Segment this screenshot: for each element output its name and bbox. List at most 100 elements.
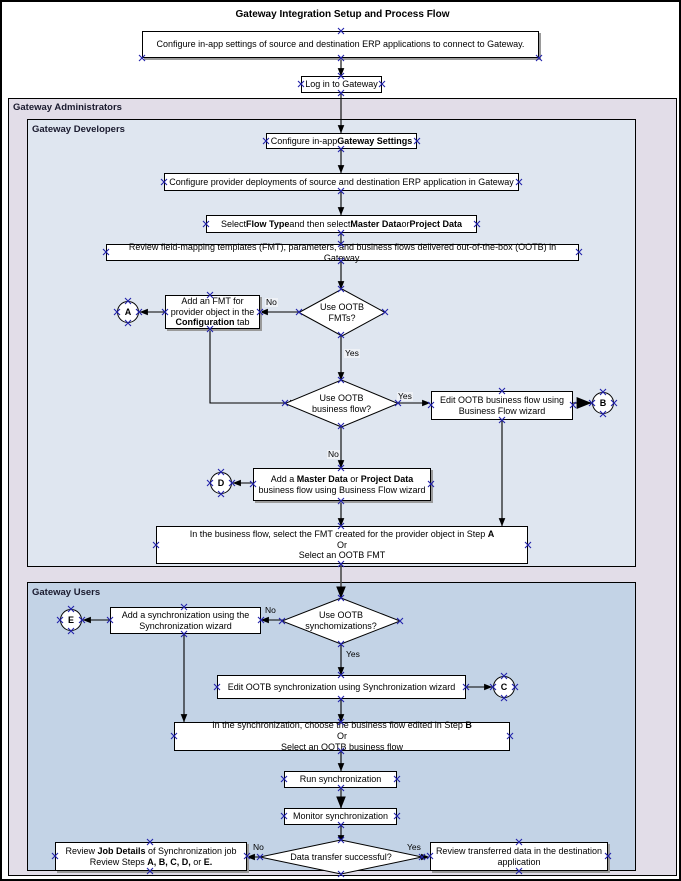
node-add-business-flow[interactable]: Add a Master Data or Project Data busine… [253,468,431,501]
decision-use-ootb-business-flow[interactable]: Use OOTB business flow? [285,380,398,427]
node-select-fmt-in-business-flow[interactable]: In the business flow, select the FMT cre… [156,526,528,564]
line-1: Review transferred data in the destinati… [435,845,603,856]
edge-label-bizflow-yes: Yes [397,391,413,402]
line-2-a: Review Steps [89,856,148,867]
lane-label-users: Gateway Users [32,587,101,598]
node-text: Configure in-app settings of source and … [156,39,525,50]
connector-label: A [124,307,132,317]
decision-label: Use OOTB business flow? [285,380,398,427]
connector-label: C [500,682,508,692]
line-3-tail: tab [234,317,250,328]
node-edit-ootb-synchronization[interactable]: Edit OOTB synchronization using Synchron… [217,675,466,699]
decision-use-ootb-synchronizations[interactable]: Use OOTB synchomizations? [282,598,400,644]
decision-use-ootb-fmts[interactable]: Use OOTB FMTs? [299,289,385,336]
line-1-d: Project Data [360,473,414,484]
node-text: Edit OOTB synchronization using Synchron… [227,681,456,692]
edge-label-sync-yes: Yes [345,649,361,660]
page-title: Gateway Integration Setup and Process Fl… [235,9,450,20]
line-1-a: In the synchronization, choose the busin… [212,720,466,731]
node-add-synchronization[interactable]: Add a synchronization using the Synchron… [110,607,261,634]
node-text: Add a synchronization using the Synchron… [122,610,250,632]
node-configure-gateway-settings[interactable]: Configure in-app Gateway Settings [266,133,417,149]
connector-c[interactable]: C [493,676,515,698]
line-1: Use OOTB [319,392,364,403]
connector-label: E [67,615,74,625]
node-configure-provider-deployments[interactable]: Configure provider deployments of source… [164,173,519,191]
line-1-b: B [465,720,472,731]
node-run-synchronization[interactable]: Run synchronization [284,771,397,788]
node-text: Review transferred data in the destinati… [436,846,602,868]
connector-b[interactable]: B [592,392,614,414]
line-1-a: Add a [270,473,297,484]
line-1: Add an FMT for [181,295,244,306]
edge-label-fmts-no: No [265,297,278,308]
node-review-field-mapping-templates[interactable]: Review field-mapping templates (FMT), pa… [106,241,579,263]
node-review-job-details[interactable]: Review Job Details of Synchronization jo… [55,842,247,871]
line-3: Select an OOTB FMT [298,550,386,561]
node-text-b: Flow Type [246,218,290,229]
line-1: Use OOTB [319,301,364,312]
line-2-d: E. [203,856,213,867]
line-3-bold: Configuration [175,317,235,328]
line-2-c: or [190,856,204,867]
node-text: Log in to Gateway [305,79,378,90]
connector-d[interactable]: D [210,472,232,494]
node-text: In the business flow, select the FMT cre… [190,529,495,562]
line-2: Synchronization wizard [139,620,232,631]
line-1: Add a synchronization using the [121,609,250,620]
node-text: In the synchronization, choose the busin… [212,720,472,753]
node-text-d: Master Data [350,218,402,229]
decision-label: Use OOTB FMTs? [299,289,385,336]
node-edit-ootb-business-flow[interactable]: Edit OOTB business flow using Business F… [431,391,573,420]
connector-label: B [599,398,607,408]
lane-label-developers: Gateway Developers [32,124,125,135]
node-select-flow-type[interactable]: Select Flow Type and then select Master … [206,215,477,233]
node-text-e: or [401,218,410,229]
node-login-to-gateway[interactable]: Log in to Gateway [301,76,382,93]
line-1-a: In the business flow, select the FMT cre… [189,528,488,539]
line-2: Or [337,539,347,550]
decision-label: Use OOTB synchomizations? [282,598,400,644]
decision-label: Data transfer successful? [260,840,422,874]
line-2: business flow using Business Flow wizard [258,484,426,495]
line-1-c: or [347,473,361,484]
node-text: Configure provider deployments of source… [169,176,514,187]
line-1: Edit OOTB business flow using [439,394,565,405]
node-add-fmt-for-provider-object[interactable]: Add an FMT for provider object in the Co… [165,295,260,329]
line-1-b: Master Data [296,473,348,484]
node-text: Monitor synchronization [292,811,389,822]
edge-label-fmts-yes: Yes [344,348,360,359]
line-2: FMTs? [328,312,356,323]
node-text-prefix: Configure in-app [270,135,338,146]
edge-label-sync-no: No [264,605,277,616]
line-3: Select an OOTB business flow [280,741,404,752]
line-2: application [497,856,541,867]
node-text-f: Project Data [409,218,462,229]
edge-label-bizflow-no: No [327,449,340,460]
node-text: Run synchronization [299,774,382,785]
edge-label-transfer-yes: Yes [406,842,422,853]
node-text: Add an FMT for provider object in the Co… [171,296,255,329]
node-text: Review field-mapping templates (FMT), pa… [128,241,557,263]
node-text-bold: Gateway Settings [337,135,413,146]
node-review-transferred-data[interactable]: Review transferred data in the destinati… [430,842,608,871]
node-text-a: Select [221,218,247,229]
node-choose-business-flow-in-sync[interactable]: In the synchronization, choose the busin… [174,720,510,753]
line-1-b: Job Details [97,845,146,856]
connector-e[interactable]: E [60,609,82,631]
line-2: provider object in the [170,306,255,317]
connector-label: D [217,478,225,488]
decision-data-transfer-successful[interactable]: Data transfer successful? [260,840,422,874]
edge-label-transfer-no: No [252,842,265,853]
line-2: synchomizations? [305,621,377,631]
node-text: Review Job Details of Synchronization jo… [65,846,236,868]
line-2: Business Flow wizard [458,405,546,416]
connector-a[interactable]: A [117,301,139,323]
node-configure-inapp-settings[interactable]: Configure in-app settings of source and … [142,31,539,58]
line-1-a: Review [65,845,98,856]
line-1: Use OOTB [318,610,363,621]
node-monitor-synchronization[interactable]: Monitor synchronization [284,808,397,825]
node-text-c: and then select [289,218,351,229]
line-2-b: A, B, C, D, [147,856,191,867]
